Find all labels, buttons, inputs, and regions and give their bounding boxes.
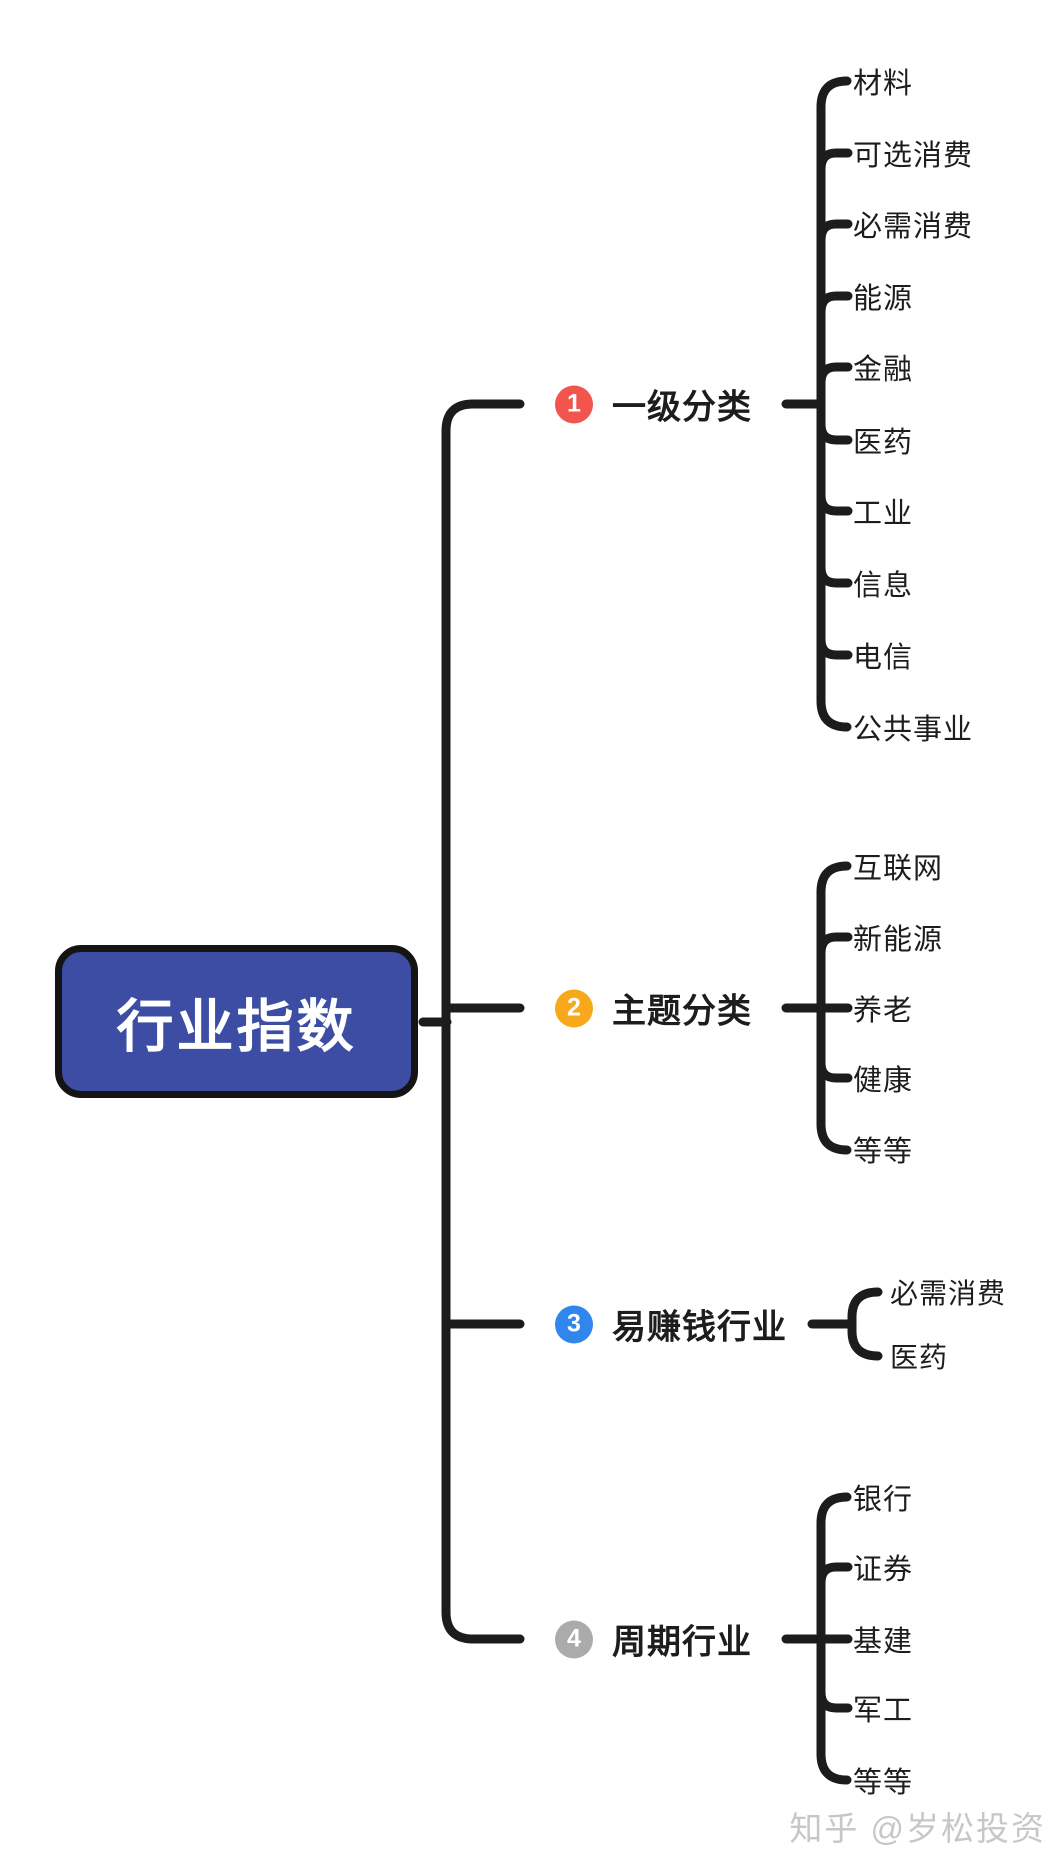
- tree-leaf: 必需消费: [890, 1278, 1007, 1309]
- tree-leaf: 医药: [853, 427, 914, 459]
- tree-leaf: 银行: [853, 1484, 914, 1516]
- tree-leaf: 证券: [853, 1554, 914, 1586]
- branch-2-number-badge: 2: [555, 989, 593, 1027]
- tree-leaf: 必需消费: [853, 211, 974, 243]
- branch-4-number-badge: 4: [555, 1620, 593, 1658]
- tree-leaf: 等等: [853, 1136, 914, 1168]
- branch-3-label: 易赚钱行业: [612, 1308, 787, 1347]
- tree-leaf: 可选消费: [853, 140, 974, 172]
- branch-2-label: 主题分类: [612, 992, 752, 1031]
- tree-leaf: 电信: [853, 642, 914, 674]
- branch-theme-classification: 2 主题分类: [555, 984, 752, 1033]
- watermark-zhihu-author: 知乎 @岁松投资: [789, 1810, 1046, 1847]
- tree-leaf: 养老: [853, 995, 914, 1027]
- tree-leaf: 公共事业: [853, 714, 974, 746]
- branch-cyclical-industries: 4 周期行业: [555, 1615, 752, 1664]
- tree-leaf: 金融: [853, 354, 914, 386]
- branch-primary-classification: 1 一级分类: [555, 380, 752, 429]
- tree-leaf: 基建: [853, 1626, 914, 1658]
- tree-leaf: 能源: [853, 283, 914, 315]
- branch-1-number-badge: 1: [555, 385, 593, 423]
- tree-leaf: 医药: [890, 1342, 949, 1373]
- branch-3-number-badge: 3: [555, 1305, 593, 1343]
- root-node-industry-index: 行业指数: [55, 945, 418, 1098]
- tree-leaf: 材料: [853, 68, 914, 100]
- tree-leaf: 互联网: [853, 853, 944, 885]
- tree-leaf: 军工: [853, 1695, 914, 1727]
- branch-easy-money-industries: 3 易赚钱行业: [555, 1300, 787, 1349]
- tree-leaf: 工业: [853, 498, 914, 530]
- tree-leaf: 信息: [853, 570, 914, 602]
- tree-leaf: 健康: [853, 1065, 914, 1097]
- tree-leaf: 新能源: [853, 924, 944, 956]
- tree-leaf: 等等: [853, 1767, 914, 1799]
- branch-4-label: 周期行业: [612, 1623, 752, 1662]
- branch-1-label: 一级分类: [612, 388, 752, 427]
